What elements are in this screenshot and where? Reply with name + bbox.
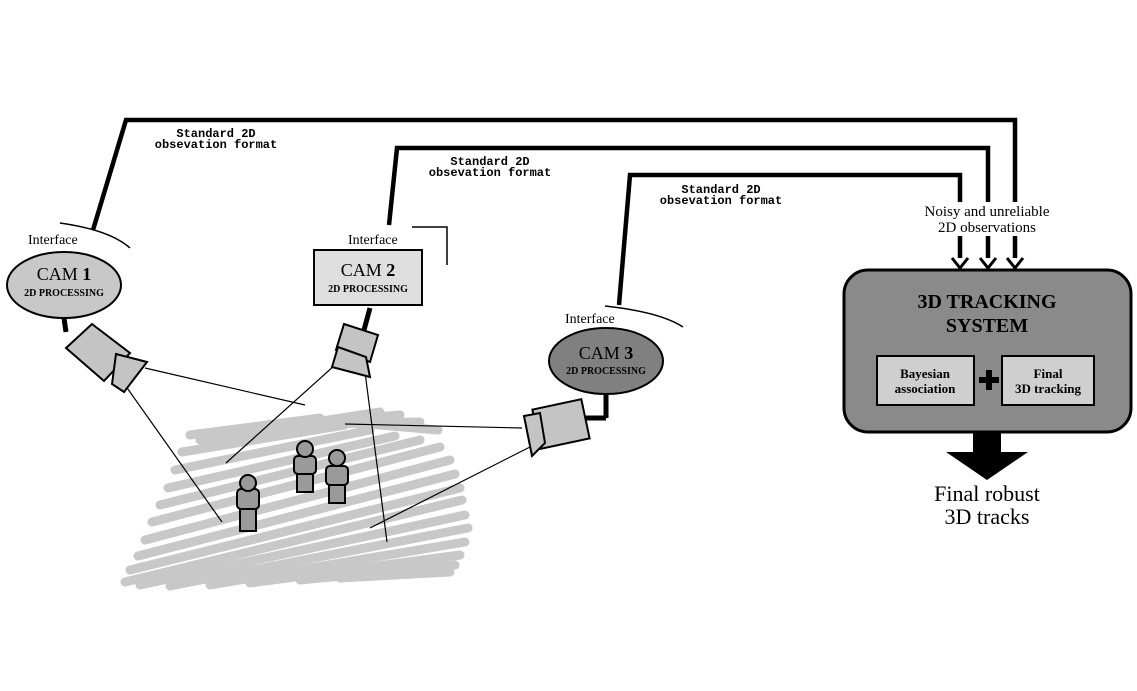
- cam3-interface-label: Interface: [565, 312, 615, 327]
- final-3d-tracking-box: [1001, 355, 1095, 406]
- view-lines: [124, 364, 531, 543]
- floor-stroke: [133, 469, 460, 561]
- link1-label-line1: Standard 2D: [176, 127, 255, 141]
- person-3: [325, 449, 349, 504]
- camera-cables: [61, 307, 609, 421]
- floor-stroke: [335, 567, 455, 583]
- bayesian-line2: association: [895, 381, 956, 396]
- cam2-title: CAM 2: [341, 260, 396, 280]
- output-arrow-icon: [946, 432, 1028, 480]
- output-line1: Final robust: [934, 481, 1040, 506]
- floor-stroke: [120, 495, 467, 587]
- floor-stroke: [125, 483, 465, 575]
- cam2-interface-label: Interface: [348, 233, 398, 248]
- camera-1: [64, 322, 149, 394]
- floor-stroke: [140, 455, 455, 545]
- floor-stroke: [177, 420, 350, 457]
- floor-stroke: [245, 550, 465, 588]
- floor-stroke: [155, 435, 425, 510]
- link3-label-line1: Standard 2D: [681, 183, 760, 197]
- cam3-processor: [548, 327, 664, 395]
- system-title-line1: 3D TRACKING: [917, 291, 1057, 313]
- floor-stroke: [205, 537, 470, 590]
- observations-note-bg: [908, 202, 1068, 236]
- floor-stroke: [165, 523, 473, 591]
- person-1: [236, 474, 260, 532]
- cam1-title: CAM 1: [37, 264, 92, 284]
- floor-stroke: [135, 510, 470, 590]
- final-tracking-line2: 3D tracking: [1015, 381, 1082, 396]
- observations-note-line2: 2D observations: [938, 220, 1036, 236]
- person-2: [293, 440, 317, 493]
- plus-icon: [979, 370, 999, 390]
- bayesian-association-box: [876, 355, 975, 406]
- interface-arcs: [59, 222, 684, 328]
- cam2-processing-label: 2D PROCESSING: [328, 284, 408, 295]
- cam2-processor: [313, 249, 423, 306]
- floor-stroke: [163, 431, 400, 493]
- observations-note-line1: Noisy and unreliable: [925, 204, 1050, 220]
- cam1-processor: [6, 251, 122, 319]
- floor-area: [120, 407, 473, 591]
- link2-label-line2: obsevation format: [429, 166, 551, 180]
- camera-3: [522, 398, 591, 459]
- cam3-title: CAM 3: [579, 343, 634, 363]
- bayesian-line1: Bayesian: [900, 366, 951, 381]
- link2-label-line1: Standard 2D: [450, 155, 529, 169]
- link3-label-line2: obsevation format: [660, 194, 782, 208]
- camera-2: [330, 322, 380, 379]
- system-title-line2: SYSTEM: [946, 315, 1028, 337]
- link1-label-line2: obsevation format: [155, 138, 277, 152]
- output-line2: 3D tracks: [945, 504, 1030, 529]
- final-tracking-line1: Final: [1034, 366, 1063, 381]
- cam1-processing-label: 2D PROCESSING: [24, 288, 104, 299]
- cam1-interface-label: Interface: [28, 233, 78, 248]
- input-arrowheads: [950, 257, 1025, 271]
- floor-stroke: [170, 425, 375, 475]
- cam3-processing-label: 2D PROCESSING: [566, 366, 646, 377]
